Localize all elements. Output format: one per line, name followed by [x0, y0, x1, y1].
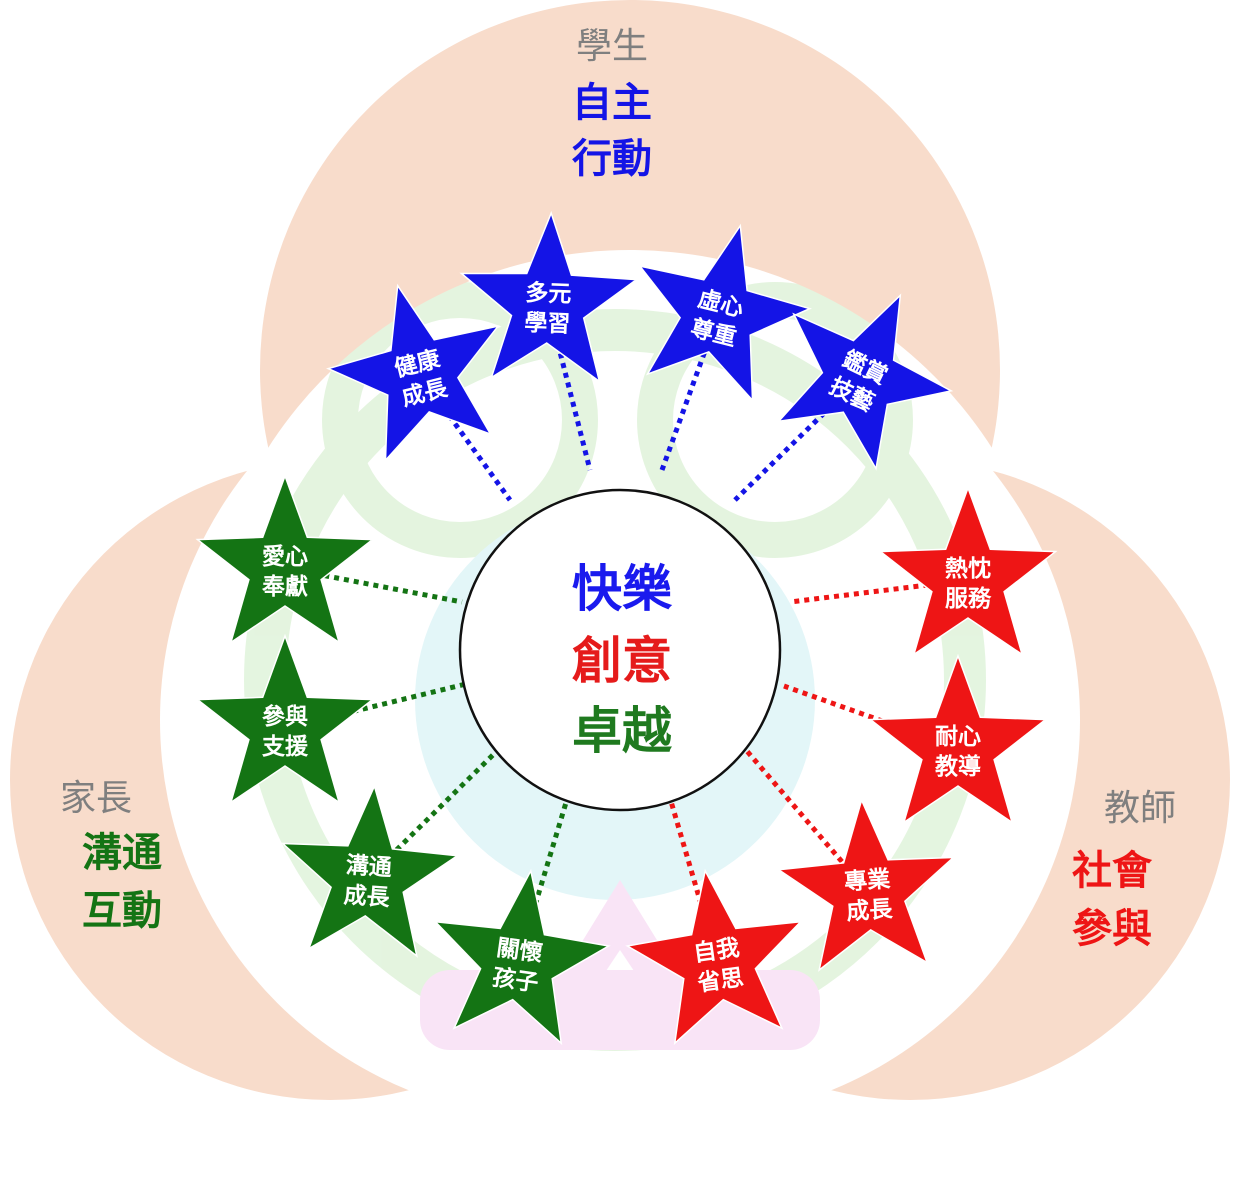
parent-star-shape-3	[280, 784, 460, 958]
teacher-star-2-line-1: 耐心	[935, 723, 981, 750]
student-star-shape-4	[776, 293, 954, 471]
parent-value-1: 溝通	[82, 829, 162, 876]
parent-star-1-line-2: 奉獻	[261, 573, 308, 600]
parent-star-3-line-2: 成長	[343, 881, 392, 911]
teacher-value-2: 參與	[1072, 905, 1152, 952]
teacher-star-4-line-1: 自我	[692, 934, 741, 967]
teacher-star-1-line-1: 熱忱	[945, 555, 991, 582]
student-value-1: 自主	[572, 79, 652, 126]
parent-star-2-line-1: 參與	[262, 703, 308, 730]
teacher-star-3-line-2: 成長	[845, 895, 894, 925]
parent-star-4-line-1: 關懷	[495, 934, 544, 967]
parent-group-label: 家長 溝通 互動	[60, 778, 162, 934]
student-star-2-line-2: 學習	[524, 309, 571, 338]
student-group-label: 學生 自主 行動	[572, 26, 652, 182]
parent-star-4-line-2: 孩子	[491, 964, 540, 997]
teacher-star-4-line-2: 省思	[695, 964, 745, 997]
student-star-shape-2	[459, 210, 639, 384]
student-role: 學生	[576, 26, 648, 67]
student-connector-2	[545, 304, 593, 471]
center-line-2: 創意	[572, 631, 672, 690]
parent-star-2-line-2: 支援	[261, 733, 309, 760]
teacher-role: 教師	[1104, 788, 1176, 829]
teacher-connector-4	[667, 797, 721, 963]
teacher-group-label: 教師 社會 參與	[1072, 788, 1176, 952]
student-star-shape-3	[638, 223, 812, 403]
stars: 健康成長多元學習虛心尊重鑑賞技藝愛心奉獻參與支援溝通成長關懷孩子熱忱服務耐心教導…	[195, 210, 1058, 1046]
student-connector-3	[659, 314, 721, 471]
teacher-star-1-line-2: 服務	[945, 585, 992, 612]
parent-role: 家長	[60, 778, 132, 819]
parent-star-3-line-1: 溝通	[345, 851, 393, 881]
student-star-shape-1	[326, 283, 500, 463]
center-ring	[458, 488, 782, 812]
center-circle: 快樂 創意 卓越	[458, 488, 782, 812]
parent-connector-4	[515, 795, 571, 963]
teacher-star-shape-1	[878, 485, 1058, 657]
teacher-star-3-line-1: 專業	[843, 865, 892, 895]
student-star-2-line-1: 多元	[525, 279, 572, 308]
teacher-star-2-line-2: 教導	[935, 753, 981, 780]
center-line-3: 卓越	[572, 701, 673, 760]
parent-star-shape-4	[433, 868, 611, 1046]
student-value-2: 行動	[572, 135, 652, 182]
parent-value-2: 互動	[82, 887, 162, 934]
teacher-star-shape-2	[868, 653, 1048, 825]
parent-star-shape-2	[195, 633, 375, 805]
parent-star-shape-1	[195, 473, 375, 645]
teacher-value-1: 社會	[1072, 847, 1153, 894]
teacher-star-shape-4	[625, 868, 803, 1046]
parent-star-1-line-1: 愛心	[262, 543, 308, 570]
teacher-star-shape-3	[776, 798, 956, 972]
center-line-1: 快樂	[572, 559, 673, 618]
